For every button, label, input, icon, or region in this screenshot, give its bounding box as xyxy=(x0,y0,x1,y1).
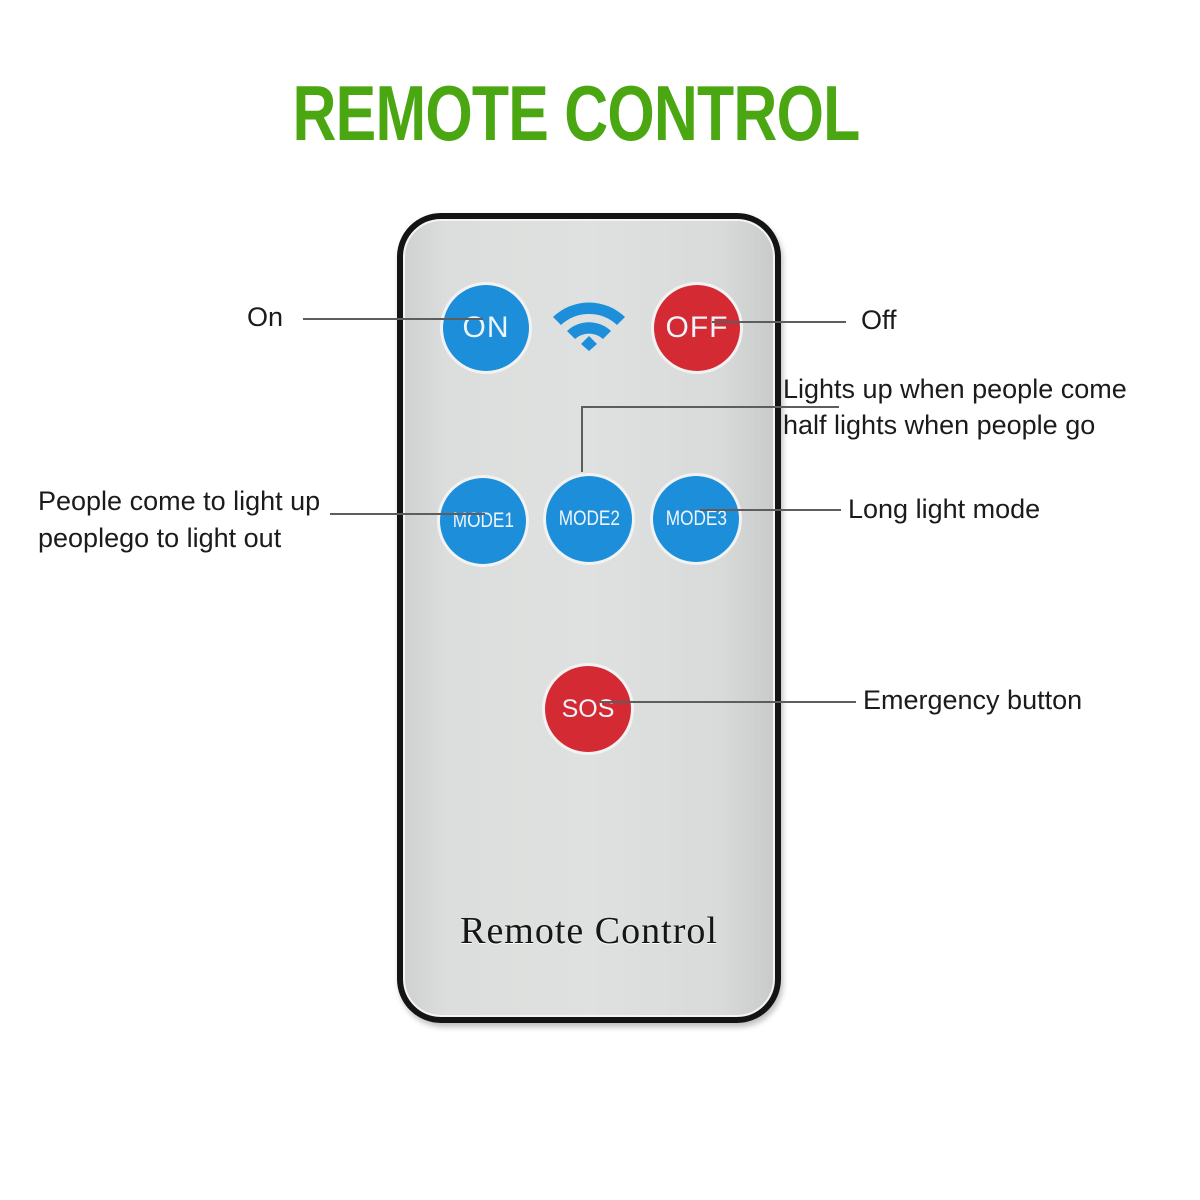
mode2-button-label: MODE2 xyxy=(558,507,620,530)
callout-sos: Emergency button xyxy=(863,685,1083,715)
remote-control-body: ON OFF MODE1 MODE2 MODE3 SOS Remote Cont… xyxy=(397,213,781,1023)
page-title: REMOTE CONTROL xyxy=(292,69,860,157)
leader-line-mode2-vertical xyxy=(581,406,583,472)
leader-line-off xyxy=(712,321,846,323)
mode2-button[interactable]: MODE2 xyxy=(546,476,632,562)
callout-mode1-line1: People come to light up xyxy=(38,486,321,516)
sos-button[interactable]: SOS xyxy=(545,666,631,752)
callout-mode3: Long light mode xyxy=(848,494,1041,524)
mode3-button-label: MODE3 xyxy=(665,507,727,530)
on-button[interactable]: ON xyxy=(443,285,529,371)
mode3-button[interactable]: MODE3 xyxy=(653,476,739,562)
callout-mode1-line2: peoplego to light out xyxy=(38,523,282,553)
on-button-label: ON xyxy=(462,311,510,344)
mode1-button[interactable]: MODE1 xyxy=(440,478,526,564)
wifi-icon xyxy=(553,302,625,351)
leader-line-mode1 xyxy=(330,513,485,515)
callout-mode2-line2: half lights when people go xyxy=(783,410,1096,440)
off-button-label: OFF xyxy=(665,311,729,344)
leader-line-mode3 xyxy=(700,509,841,511)
leader-line-sos xyxy=(600,701,856,703)
remote-brand-label: Remote Control xyxy=(460,910,718,952)
leader-line-mode2-horizontal xyxy=(581,406,839,408)
callout-on: On xyxy=(247,302,284,332)
callout-off: Off xyxy=(861,305,897,335)
off-button[interactable]: OFF xyxy=(654,285,740,371)
sos-button-label: SOS xyxy=(561,694,615,723)
leader-line-on xyxy=(303,318,483,320)
callout-mode2-line1: Lights up when people come xyxy=(783,374,1127,404)
